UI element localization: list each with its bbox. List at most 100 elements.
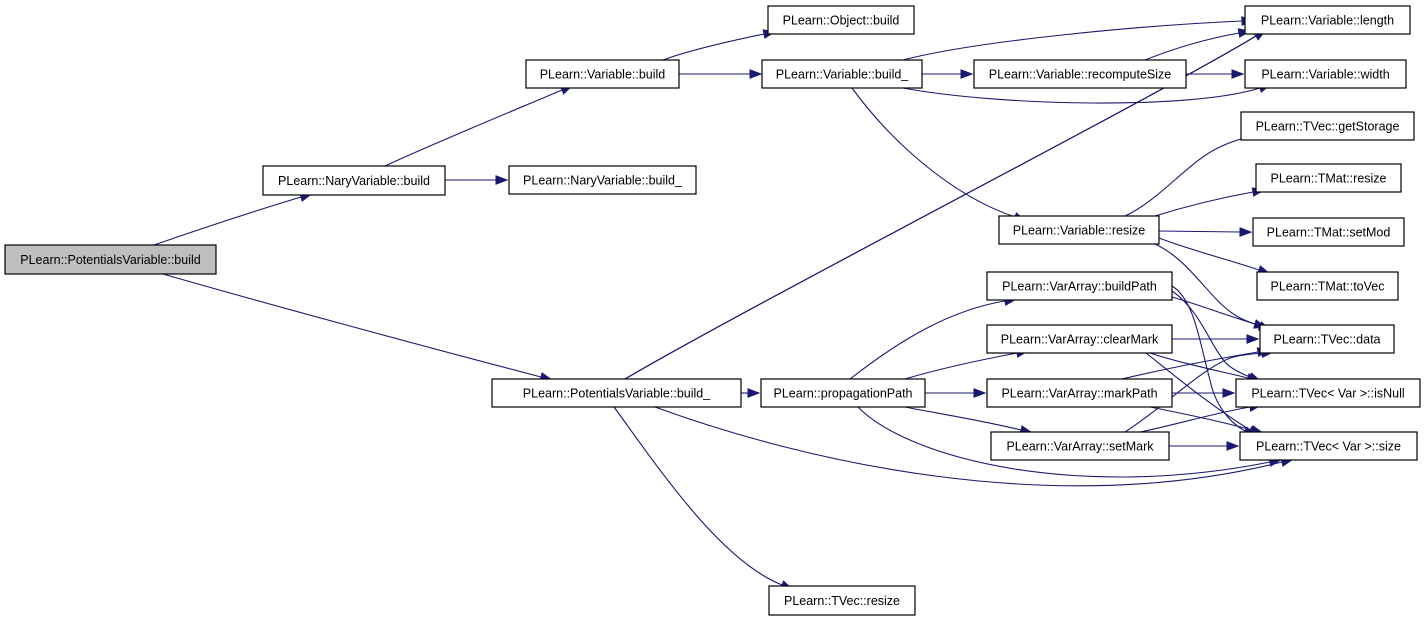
edge-arrowhead <box>1246 334 1260 344</box>
node-box <box>508 165 697 195</box>
node-label: PLearn::Variable::length <box>1261 14 1394 28</box>
node-box <box>1240 111 1415 141</box>
node-label: PLearn::NaryVariable::build_ <box>523 174 683 188</box>
edge-n19-n23 <box>613 406 794 590</box>
node-box <box>986 271 1173 301</box>
edge-arrowhead <box>749 69 763 79</box>
edge-line <box>662 33 765 61</box>
function-node[interactable]: PLearn::VarArray::clearMark <box>986 324 1173 354</box>
edge-n0-n1 <box>153 192 313 246</box>
edge-line <box>1149 352 1249 379</box>
function-node[interactable]: PLearn::Variable::width <box>1244 59 1407 89</box>
edge-line <box>1171 285 1246 432</box>
function-node[interactable]: PLearn::Variable::build <box>525 59 680 89</box>
edge-line <box>153 196 302 246</box>
function-node[interactable]: PLearn::NaryVariable::build <box>262 165 446 196</box>
edge-arrowhead <box>1239 227 1253 237</box>
function-node[interactable]: PLearn::TVec::getStorage <box>1240 111 1415 141</box>
function-node[interactable]: PLearn::VarArray::buildPath <box>986 271 1173 301</box>
edge-line <box>384 89 563 167</box>
node-box <box>1244 5 1411 35</box>
edge-n19-n20 <box>741 388 761 398</box>
node-label: PLearn::NaryVariable::build <box>278 174 430 188</box>
edge-n17-n21 <box>1172 388 1236 398</box>
edge-line <box>1124 352 1263 433</box>
edge-n16-n14 <box>1172 334 1260 344</box>
edge-line <box>162 273 542 378</box>
node-label: PLearn::VarArray::markPath <box>1001 387 1157 401</box>
function-node[interactable]: PLearn::PotentialsVariable::build_ <box>491 378 742 408</box>
node-label: PLearn::TVec::getStorage <box>1256 120 1400 134</box>
edge-arrowhead <box>960 69 974 79</box>
node-label: PLearn::Variable::recomputeSize <box>989 68 1172 82</box>
function-node[interactable]: PLearn::Variable::recomputeSize <box>973 59 1187 89</box>
node-label: PLearn::Variable::width <box>1261 68 1389 82</box>
edge-arrowhead <box>1222 388 1236 398</box>
node-label: PLearn::VarArray::clearMark <box>1001 333 1159 347</box>
edge-line <box>857 406 1271 478</box>
node-box <box>761 59 923 89</box>
node-box <box>767 5 915 35</box>
node-box <box>760 378 926 408</box>
edge-n1-n2 <box>384 85 574 167</box>
edge-line <box>1144 32 1240 61</box>
node-label: PLearn::Object::build <box>783 14 900 28</box>
root-function-node[interactable]: PLearn::PotentialsVariable::build <box>4 244 217 275</box>
node-label: PLearn::TVec::resize <box>784 594 900 608</box>
edge-line <box>1158 230 1241 233</box>
edge-n5-n6 <box>1144 28 1252 61</box>
edge-line <box>624 35 1257 380</box>
function-node[interactable]: PLearn::VarArray::markPath <box>986 378 1173 408</box>
function-node[interactable]: PLearn::propagationPath <box>760 378 926 408</box>
edges-layer <box>153 16 1295 590</box>
node-box <box>1239 431 1418 461</box>
function-node[interactable]: PLearn::NaryVariable::build_ <box>508 165 697 195</box>
function-node[interactable]: PLearn::Object::build <box>767 5 915 35</box>
node-label: PLearn::TVec< Var >::isNull <box>1251 387 1404 401</box>
node-box <box>768 585 916 616</box>
edge-arrowhead <box>973 388 987 398</box>
edge-n4-n5 <box>922 69 974 79</box>
edge-n4-n6 <box>902 16 1255 61</box>
edge-line <box>613 406 783 586</box>
function-node[interactable]: PLearn::Variable::resize <box>998 215 1160 245</box>
node-label: PLearn::Variable::build_ <box>776 68 910 82</box>
node-box <box>1259 324 1395 354</box>
function-node[interactable]: PLearn::TMat::resize <box>1255 163 1402 193</box>
edge-n9-n11 <box>1154 187 1266 217</box>
edge-arrowhead <box>1231 69 1245 79</box>
node-box <box>525 59 680 89</box>
node-label: PLearn::TVec::data <box>1273 333 1380 347</box>
function-node[interactable]: PLearn::TVec< Var >::isNull <box>1235 378 1421 408</box>
function-node[interactable]: PLearn::TVec::data <box>1259 324 1395 354</box>
node-label: PLearn::TVec< Var >::size <box>1256 440 1401 454</box>
node-label: PLearn::TMat::setMod <box>1267 226 1391 240</box>
edge-line <box>1158 237 1260 271</box>
edge-line <box>1124 134 1257 217</box>
function-node[interactable]: PLearn::TMat::setMod <box>1252 217 1405 247</box>
edge-line <box>1145 352 1251 431</box>
function-node[interactable]: PLearn::TVec::resize <box>768 585 916 616</box>
edge-n9-n10 <box>1124 130 1269 217</box>
function-node[interactable]: PLearn::Variable::length <box>1244 5 1411 35</box>
edge-n0-n19 <box>162 273 553 382</box>
function-node[interactable]: PLearn::VarArray::setMark <box>990 431 1170 461</box>
edge-n1-n8 <box>445 175 509 185</box>
edge-line <box>851 87 1016 218</box>
node-label: PLearn::PotentialsVariable::build_ <box>523 387 711 401</box>
function-node[interactable]: PLearn::Variable::build_ <box>761 59 923 89</box>
node-label: PLearn::propagationPath <box>774 387 913 401</box>
node-box <box>1235 378 1421 408</box>
node-box <box>1252 217 1405 247</box>
edge-line <box>1171 290 1251 378</box>
node-box <box>986 324 1173 354</box>
function-node[interactable]: PLearn::TVec< Var >::size <box>1239 431 1418 461</box>
node-box <box>491 378 742 408</box>
edge-line <box>1121 351 1259 380</box>
edge-line <box>902 20 1243 61</box>
node-box <box>986 378 1173 408</box>
node-box <box>998 215 1160 245</box>
nodes-layer: PLearn::PotentialsVariable::buildPLearn:… <box>4 5 1421 616</box>
function-node[interactable]: PLearn::TMat::toVec <box>1256 271 1399 301</box>
